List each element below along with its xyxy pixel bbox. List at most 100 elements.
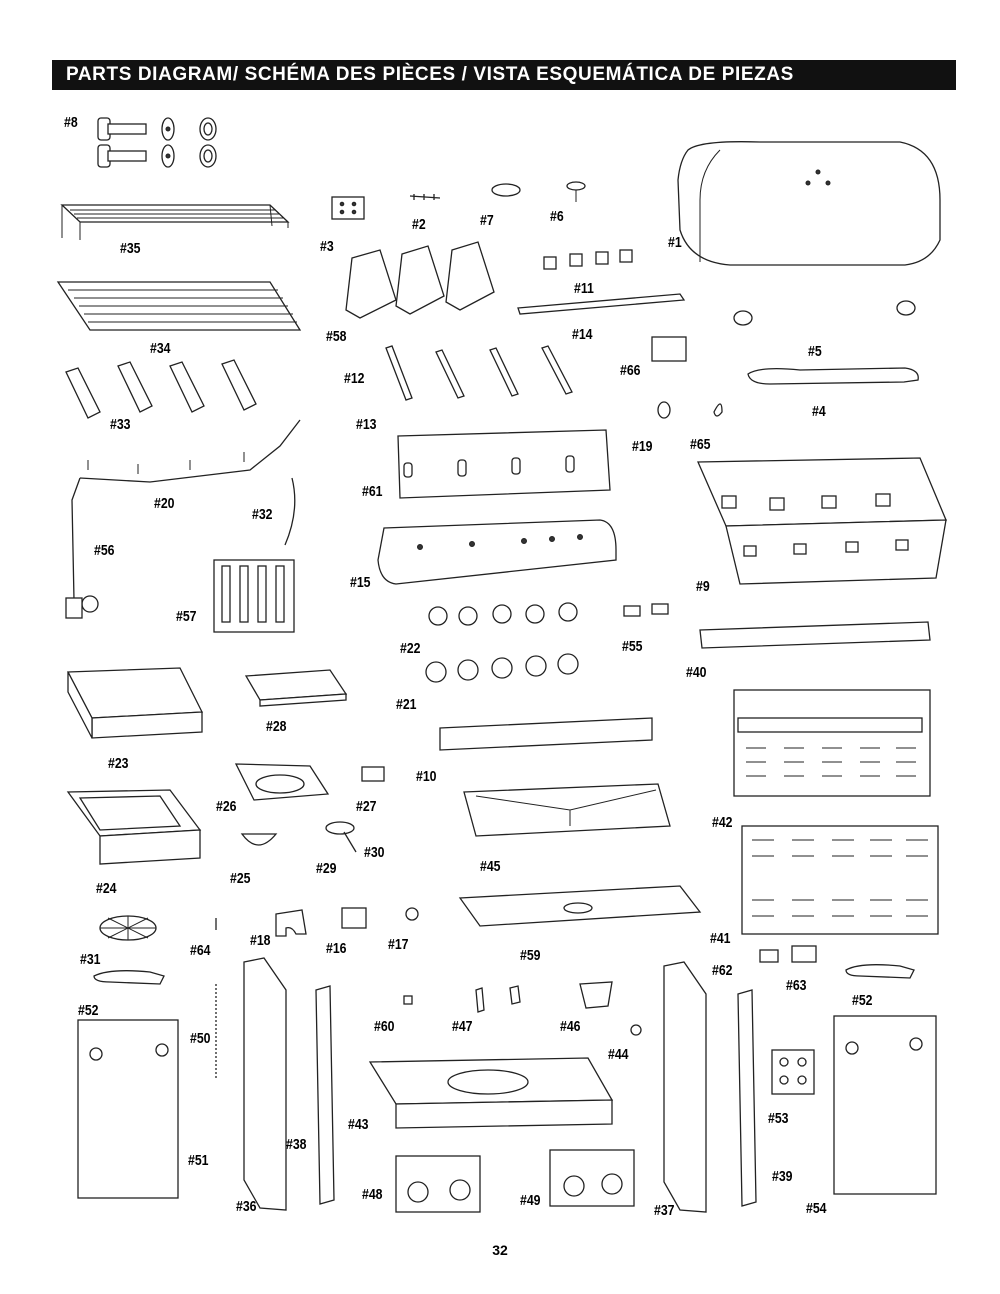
label-part-7: #7: [480, 212, 494, 229]
label-part-62: #62: [712, 962, 733, 979]
label-part-32: #32: [252, 506, 273, 523]
label-part-58: #58: [326, 328, 347, 345]
part-52-handle-right: [845, 964, 915, 979]
part-9-firebox: [697, 457, 947, 585]
label-part-46: #46: [560, 1018, 581, 1035]
banner-title: PARTS DIAGRAM/ SCHÉMA DES PIÈCES / VISTA…: [66, 64, 794, 85]
part-10-panel: [439, 717, 653, 751]
label-part-1: #1: [668, 234, 682, 251]
label-part-10: #10: [416, 768, 437, 785]
label-part-56: #56: [94, 542, 115, 559]
part-12-burners: [385, 345, 573, 401]
part-16-regulator: [341, 907, 367, 929]
label-part-48: #48: [362, 1186, 383, 1203]
label-part-16: #16: [326, 940, 347, 957]
part-51-door-left: [77, 1019, 179, 1199]
label-part-36: #36: [236, 1198, 257, 1215]
part-26-burner-tray: [234, 763, 330, 801]
label-part-39: #39: [772, 1168, 793, 1185]
label-part-31: #31: [80, 951, 101, 968]
part-4-lid-handle: [747, 367, 919, 385]
label-part-64: #64: [190, 942, 211, 959]
part-52-handle-left: [93, 970, 165, 985]
part-6-gauge: [566, 181, 586, 202]
label-part-24: #24: [96, 880, 117, 897]
part-8-bolts: [97, 117, 217, 168]
part-22-knobs: [428, 602, 578, 626]
label-part-42: #42: [712, 814, 733, 831]
part-61-rear-panel: [397, 429, 611, 499]
part-25-shield: [240, 833, 278, 846]
label-part-21: #21: [396, 696, 417, 713]
part-34-cooking-grate: [56, 281, 302, 331]
part-14-crossover: [517, 293, 686, 315]
part-2-igniter: [409, 194, 441, 200]
part-35-warming-rack: [60, 204, 290, 240]
label-part-57: #57: [176, 608, 197, 625]
label-part-5: #5: [808, 343, 822, 360]
label-part-26: #26: [216, 798, 237, 815]
label-part-65: #65: [690, 436, 711, 453]
part-62-bracket: [759, 949, 779, 963]
label-part-27: #27: [356, 798, 377, 815]
label-part-51: #51: [188, 1152, 209, 1169]
part-7-bezel: [491, 183, 521, 197]
label-part-14: #14: [572, 326, 593, 343]
part-18-bracket: [275, 909, 307, 937]
label-part-19: #19: [632, 438, 653, 455]
label-part-50: #50: [190, 1030, 211, 1047]
label-part-22: #22: [400, 640, 421, 657]
label-part-54: #54: [806, 1200, 827, 1217]
label-part-25: #25: [230, 870, 251, 887]
part-63-bracket: [791, 945, 817, 963]
part-17-knob: [405, 907, 419, 921]
label-part-63: #63: [786, 977, 807, 994]
part-40-front-rail: [699, 621, 931, 649]
label-part-6: #6: [550, 208, 564, 225]
label-part-34: #34: [150, 340, 171, 357]
part-57-panel: [213, 559, 295, 633]
part-53-casters-pack: [771, 1049, 815, 1095]
label-part-44: #44: [608, 1046, 629, 1063]
label-part-52-left: #52: [78, 1002, 99, 1019]
part-43-bottom-shelf: [368, 1057, 614, 1129]
label-part-11: #11: [574, 280, 594, 297]
part-48-casters: [395, 1155, 481, 1213]
label-part-4: #4: [812, 403, 826, 420]
part-20-manifold: [65, 419, 301, 619]
part-44-nut: [630, 1024, 642, 1036]
part-54-door-right: [833, 1015, 937, 1195]
label-part-60: #60: [374, 1018, 395, 1035]
label-part-15: #15: [350, 574, 371, 591]
part-21-bezels: [425, 653, 579, 683]
part-49-casters: [549, 1149, 635, 1207]
part-37-side-panel: [663, 961, 707, 1213]
label-part-37: #37: [654, 1202, 675, 1219]
label-part-28: #28: [266, 718, 287, 735]
label-part-17: #17: [388, 936, 409, 953]
label-part-41: #41: [710, 930, 731, 947]
part-55-brackets: [623, 603, 669, 617]
label-part-55: #55: [622, 638, 643, 655]
part-36-side-panel: [243, 957, 287, 1211]
label-part-52-right: #52: [852, 992, 873, 1009]
part-1-lid: [677, 141, 941, 266]
page-number: 32: [492, 1242, 508, 1258]
part-42-door-panel: [733, 689, 931, 797]
part-32-wire: [284, 477, 296, 546]
part-11-clips: [543, 249, 633, 270]
label-part-8: #8: [64, 114, 78, 131]
label-part-53: #53: [768, 1110, 789, 1127]
part-24-side-burner-frame: [66, 789, 202, 865]
label-part-33: #33: [110, 416, 131, 433]
part-3-plate: [331, 196, 365, 220]
part-15-control-panel: [377, 519, 617, 585]
label-part-66: #66: [620, 362, 641, 379]
label-part-12: #12: [344, 370, 365, 387]
part-65-hook: [713, 403, 723, 417]
part-58-flavor-bars: [345, 241, 495, 319]
part-59-bottom-tray: [458, 885, 702, 927]
part-39-rail: [737, 989, 757, 1207]
part-27-bracket: [361, 766, 385, 782]
label-part-45: #45: [480, 858, 501, 875]
